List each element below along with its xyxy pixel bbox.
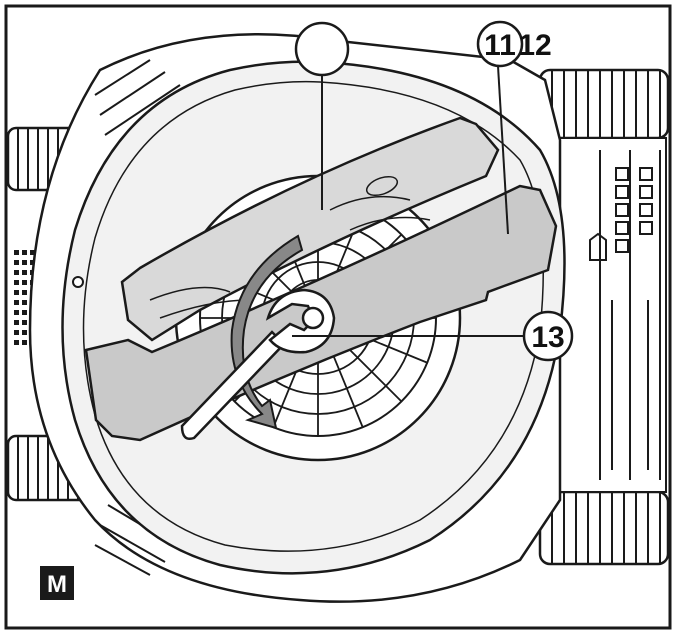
- callout-13: 13: [522, 310, 574, 362]
- deck-inner-edge: [82, 80, 545, 552]
- panel-label: M: [40, 566, 74, 600]
- callout-11-label: 11: [484, 29, 516, 62]
- callout-13-label: 13: [531, 321, 564, 354]
- callout-11: 11: [476, 20, 524, 68]
- rear-chassis: [559, 137, 667, 493]
- wheel-top-right: [538, 68, 670, 140]
- callout-12-label: 12: [518, 29, 551, 62]
- callout-1: [294, 21, 350, 77]
- leader-lines: [292, 65, 524, 337]
- rotation-arrow-icon: [230, 234, 304, 430]
- panel-label-text: M: [47, 571, 67, 598]
